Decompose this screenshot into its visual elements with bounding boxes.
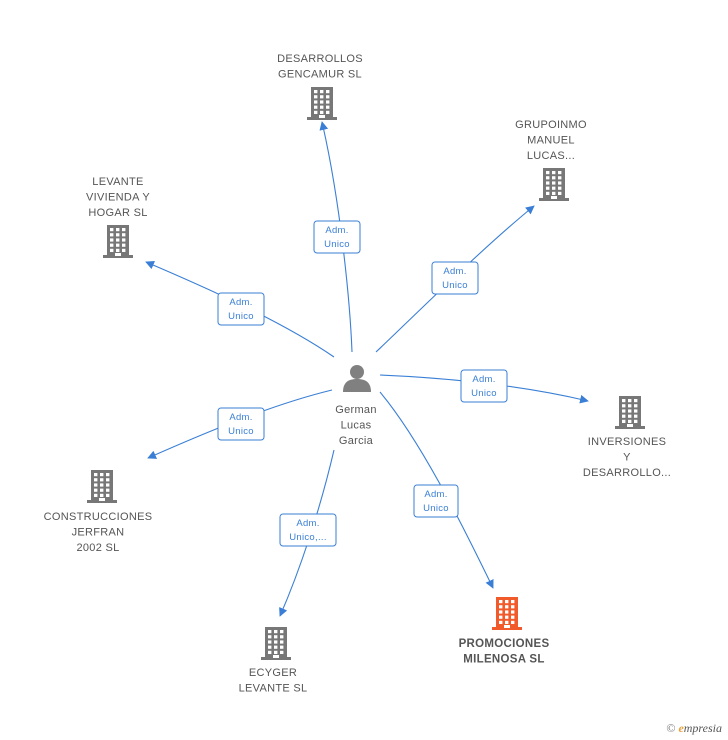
company-name-line: VIVIENDA Y xyxy=(86,192,150,204)
company-name-line: GRUPOINMO xyxy=(515,119,587,131)
company-name-line: CONSTRUCCIONES xyxy=(44,511,153,523)
company-name-line: LEVANTE xyxy=(92,176,143,188)
edge-label-box[interactable] xyxy=(431,261,479,295)
company-node-desarrollos[interactable]: DESARROLLOS GENCAMUR SL xyxy=(277,53,363,120)
edge-label-text: Unico,... xyxy=(289,532,327,543)
edge-label-text: Adm. xyxy=(325,225,348,236)
brand-logo-text: mpresia xyxy=(683,721,722,735)
edge-label-grupoinmo[interactable]: Adm. Unico xyxy=(431,261,479,295)
edge-label-text: Unico xyxy=(228,426,254,437)
building-icon xyxy=(539,168,569,201)
building-icon xyxy=(103,225,133,258)
company-name-line: HOGAR SL xyxy=(88,207,147,219)
edge-label-box[interactable] xyxy=(217,407,265,441)
edge-label-text: Adm. xyxy=(443,266,466,277)
company-name-line: MILENOSA SL xyxy=(463,654,544,666)
company-name-line: 2002 SL xyxy=(76,542,119,554)
company-name-line: MANUEL xyxy=(527,135,575,147)
copyright-symbol: © xyxy=(666,721,676,735)
building-icon xyxy=(615,396,645,429)
company-name-line: DESARROLLOS xyxy=(277,53,363,65)
edge-label-text: Adm. xyxy=(296,518,319,529)
building-icon xyxy=(307,87,337,120)
nodes-layer: DESARROLLOS GENCAMUR SL GRUPOINMO MANUEL LUC… xyxy=(44,53,671,695)
building-icon xyxy=(261,627,291,660)
footer-brand: © empresia xyxy=(666,721,722,736)
company-node-ecyger[interactable]: ECYGER LEVANTE SL xyxy=(239,627,308,695)
edge-label-text: Unico xyxy=(471,388,497,399)
person-name-line: Garcia xyxy=(339,435,374,447)
edge-label-text: Unico xyxy=(228,311,254,322)
edge-label-text: Unico xyxy=(442,280,468,291)
company-name-line: LUCAS... xyxy=(527,150,575,162)
building-icon xyxy=(492,597,522,630)
company-name-line: JERFRAN xyxy=(72,527,125,539)
edge-label-box[interactable] xyxy=(460,369,508,403)
brand-logo-initial: e xyxy=(678,721,684,735)
edge-label-text: Adm. xyxy=(472,374,495,385)
company-node-inversiones[interactable]: INVERSIONES Y DESARROLLO... xyxy=(583,396,671,479)
company-name-line: LEVANTE SL xyxy=(239,683,308,695)
edge-label-desarrollos[interactable]: Adm. Unico xyxy=(313,220,361,254)
edge-label-box[interactable] xyxy=(217,292,265,326)
edge-labels-layer: Adm.UnicoAdm.UnicoAdm.UnicoAdm.UnicoAdm.… xyxy=(217,220,508,547)
company-name-line: DESARROLLO... xyxy=(583,467,671,479)
edge-label-text: Unico xyxy=(324,239,350,250)
edge-label-text: Adm. xyxy=(424,489,447,500)
edge-label-ecyger[interactable]: Adm. Unico,... xyxy=(279,513,337,547)
company-node-levante[interactable]: LEVANTE VIVIENDA Y HOGAR SL xyxy=(86,176,150,258)
edge-label-inversiones[interactable]: Adm. Unico xyxy=(460,369,508,403)
company-node-grupoinmo[interactable]: GRUPOINMO MANUEL LUCAS... xyxy=(515,119,587,201)
company-name-line: GENCAMUR SL xyxy=(278,69,362,81)
edge-label-box[interactable] xyxy=(413,484,459,518)
company-node-construcciones[interactable]: CONSTRUCCIONES JERFRAN 2002 SL xyxy=(44,470,153,554)
person-name-line: German xyxy=(335,404,377,416)
edges-layer xyxy=(145,121,589,617)
edge-label-construcciones[interactable]: Adm. Unico xyxy=(217,407,265,441)
edge-label-box[interactable] xyxy=(313,220,361,254)
building-icon xyxy=(87,470,117,503)
edge-promociones xyxy=(379,391,494,589)
edge-label-levante[interactable]: Adm. Unico xyxy=(217,292,265,326)
edge-label-text: Adm. xyxy=(229,412,252,423)
person-icon xyxy=(343,365,371,392)
edge-label-text: Adm. xyxy=(229,297,252,308)
company-node-promociones[interactable]: PROMOCIONES MILENOSA SL xyxy=(459,597,550,666)
company-name-line: ECYGER xyxy=(249,667,297,679)
company-name-line: PROMOCIONES xyxy=(459,638,550,650)
person-name-line: Lucas xyxy=(341,420,372,432)
edge-label-box[interactable] xyxy=(279,513,337,547)
company-name-line: INVERSIONES xyxy=(588,436,667,448)
edge-label-promociones[interactable]: Adm. Unico xyxy=(413,484,459,518)
company-name-line: Y xyxy=(623,452,631,464)
edge-label-text: Unico xyxy=(423,503,449,514)
